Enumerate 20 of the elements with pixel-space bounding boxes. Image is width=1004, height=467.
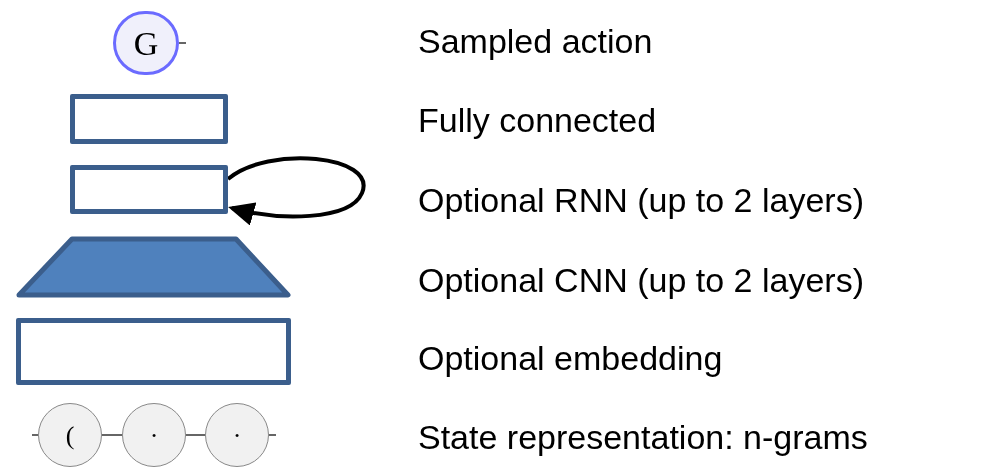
- layer-description: State representation: n-grams: [418, 417, 868, 457]
- layer-description: Optional RNN (up to 2 layers): [418, 180, 864, 220]
- connector-line: [185, 434, 206, 436]
- layer-description: Fully connected: [418, 100, 657, 140]
- trapezoid-layer: [16, 236, 291, 298]
- node-symbol: ·: [149, 419, 159, 452]
- layer-description: Sampled action: [418, 21, 653, 61]
- connector-line: [31, 434, 39, 436]
- layer-description: Optional embedding: [418, 338, 723, 378]
- layer-box: [70, 165, 228, 214]
- node-symbol: G: [133, 23, 159, 64]
- connector-line: [101, 434, 123, 436]
- loop-arrow: [226, 156, 366, 225]
- node-symbol: (: [65, 419, 75, 452]
- connector-line: [268, 434, 277, 436]
- layer-box: [70, 94, 228, 144]
- connector-line: [178, 42, 187, 44]
- layer-box: [16, 318, 291, 385]
- layer-description: Optional CNN (up to 2 layers): [418, 260, 864, 300]
- node-symbol: ·: [232, 419, 242, 452]
